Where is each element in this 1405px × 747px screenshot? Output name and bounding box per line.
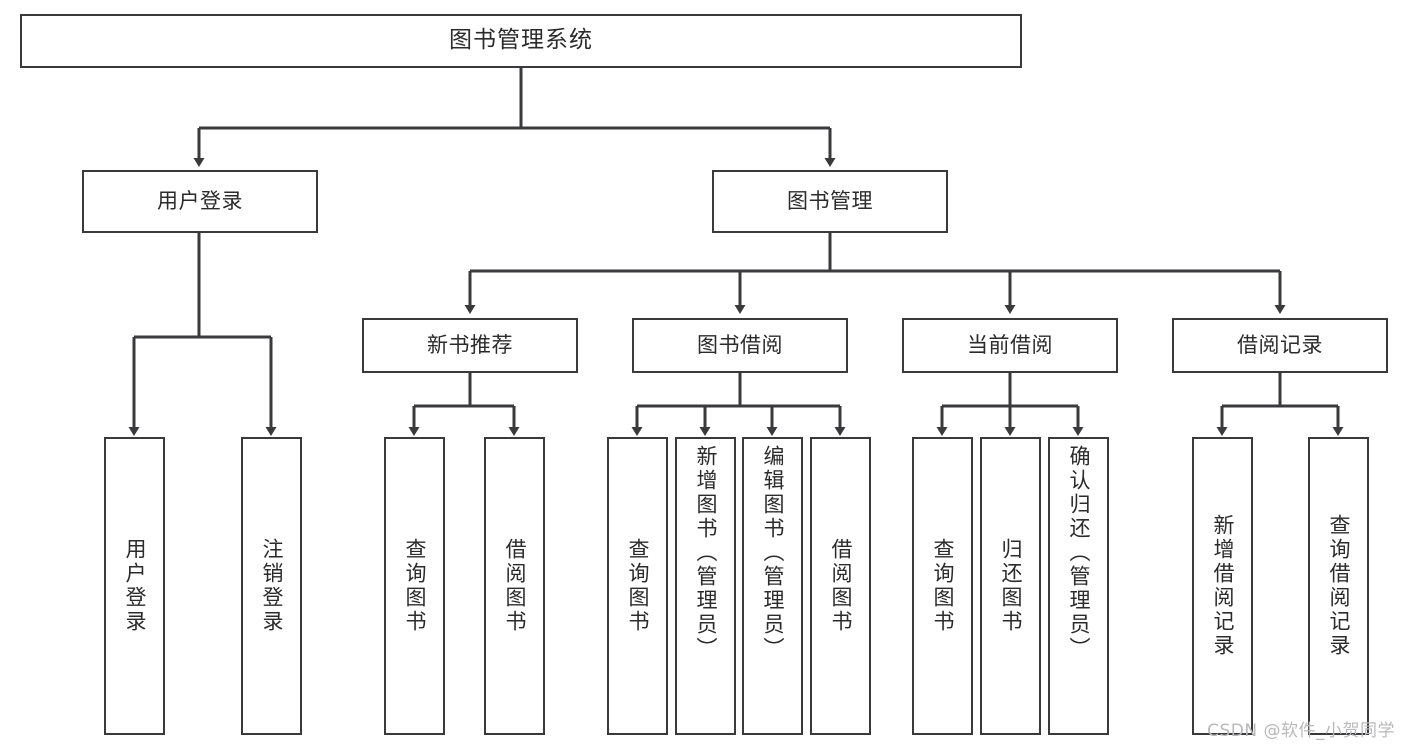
leaf-node-return-book[interactable]: 归还图书 xyxy=(980,437,1041,735)
leaf-node-user-logout[interactable]: 注销登录 xyxy=(241,437,302,735)
node-book-management[interactable]: 图书管理 xyxy=(712,170,948,233)
node-label: 借阅图书 xyxy=(829,538,853,634)
node-borrowing-records[interactable]: 借阅记录 xyxy=(1172,318,1388,373)
leaf-node-query-borrow-record[interactable]: 查询借阅记录 xyxy=(1308,437,1369,735)
watermark-text: CSDN @软件_小贺同学 xyxy=(1207,721,1395,741)
node-label: 查询图书 xyxy=(626,538,650,634)
node-label: 图书借阅 xyxy=(697,332,783,357)
node-label: 当前借阅 xyxy=(967,332,1053,357)
node-label: 新书推荐 xyxy=(427,332,513,357)
node-label: 新增借阅记录 xyxy=(1211,514,1235,658)
node-current-borrowing[interactable]: 当前借阅 xyxy=(902,318,1118,373)
leaf-node-query-book-borrowing[interactable]: 查询图书 xyxy=(607,437,668,735)
leaf-node-borrow-book-recommendation[interactable]: 借阅图书 xyxy=(484,437,545,735)
node-label: 图书管理 xyxy=(787,188,873,213)
leaf-node-confirm-return-admin[interactable]: 确认归还（管理员） xyxy=(1048,437,1109,735)
leaf-node-add-book-admin[interactable]: 新增图书（管理员） xyxy=(675,437,736,735)
leaf-node-query-book-current[interactable]: 查询图书 xyxy=(912,437,973,735)
node-label: 查询借阅记录 xyxy=(1327,514,1351,658)
node-label: 借阅记录 xyxy=(1237,332,1323,357)
node-label: 注销登录 xyxy=(260,538,284,634)
node-new-book-recommendation[interactable]: 新书推荐 xyxy=(362,318,578,373)
leaf-node-add-borrow-record[interactable]: 新增借阅记录 xyxy=(1192,437,1253,735)
node-label: 查询图书 xyxy=(931,538,955,634)
node-label: 编辑图书（管理员） xyxy=(761,445,785,661)
node-label: 图书管理系统 xyxy=(449,27,593,54)
node-label: 用户登录 xyxy=(123,538,147,634)
node-label: 归还图书 xyxy=(999,538,1023,634)
node-label: 查询图书 xyxy=(403,538,427,634)
node-user-login[interactable]: 用户登录 xyxy=(82,170,318,233)
leaf-node-edit-book-admin[interactable]: 编辑图书（管理员） xyxy=(742,437,803,735)
node-label: 用户登录 xyxy=(157,188,243,213)
leaf-node-user-login[interactable]: 用户登录 xyxy=(104,437,165,735)
node-book-borrowing[interactable]: 图书借阅 xyxy=(632,318,848,373)
node-label: 确认归还（管理员） xyxy=(1067,445,1091,661)
node-label: 新增图书（管理员） xyxy=(694,445,718,661)
node-root-book-management-system[interactable]: 图书管理系统 xyxy=(20,14,1022,68)
leaf-node-lend-book[interactable]: 借阅图书 xyxy=(810,437,871,735)
leaf-node-query-book-recommendation[interactable]: 查询图书 xyxy=(384,437,445,735)
node-label: 借阅图书 xyxy=(503,538,527,634)
